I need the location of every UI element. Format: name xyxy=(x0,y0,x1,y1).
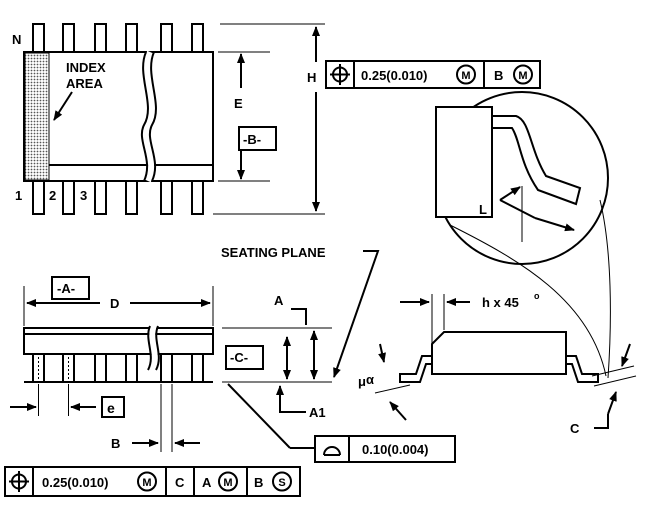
svg-text:0.10(0.004): 0.10(0.004) xyxy=(362,442,429,457)
top-leads xyxy=(32,23,204,55)
dimension-a-c-a1: A -C- A1 xyxy=(222,293,332,420)
dimension-h: H xyxy=(213,23,325,215)
seating-plane: SEATING PLANE xyxy=(221,245,380,378)
pin-1-label: 1 xyxy=(15,188,22,203)
package-body-side xyxy=(23,327,214,355)
top-view: N INDEX AREA 1 2 3 xyxy=(12,23,214,215)
datum-a-box xyxy=(51,276,90,300)
datum-b-box xyxy=(238,126,277,151)
package-body-top xyxy=(23,51,214,182)
svg-text:C: C xyxy=(175,475,185,490)
svg-text:S: S xyxy=(278,477,285,489)
svg-text:SEATING PLANE: SEATING PLANE xyxy=(221,245,326,260)
svg-text:α: α xyxy=(366,372,374,387)
svg-text:0.25(0.010): 0.25(0.010) xyxy=(361,68,428,83)
side-leads xyxy=(32,353,204,383)
svg-text:E: E xyxy=(234,96,243,111)
mmc-icon xyxy=(456,64,476,85)
svg-text:-B-: -B- xyxy=(243,132,261,147)
index-label: INDEX xyxy=(66,60,106,75)
end-view: h x 45 o μ α C xyxy=(358,291,637,436)
detail-view: L xyxy=(435,91,611,379)
bottom-leads xyxy=(32,177,204,215)
position-tolerance-frame-h: 0.25(0.010) M B M xyxy=(325,60,541,89)
svg-text:A: A xyxy=(274,293,284,308)
mmc-icon xyxy=(513,64,533,85)
position-icon xyxy=(9,471,29,492)
svg-text:h x 45: h x 45 xyxy=(482,295,519,310)
area-label: AREA xyxy=(66,76,103,91)
svg-text:M: M xyxy=(142,477,151,489)
svg-text:M: M xyxy=(518,70,527,82)
pitch-e-box xyxy=(101,396,125,418)
svg-text:B: B xyxy=(111,436,120,451)
svg-text:A1: A1 xyxy=(309,405,326,420)
svg-text:A: A xyxy=(202,475,212,490)
side-view: D -A- e B xyxy=(10,276,214,452)
position-tolerance-frame-b: 0.25(0.010) M C A M B S xyxy=(4,466,301,497)
svg-text:e: e xyxy=(107,400,115,416)
svg-text:-C-: -C- xyxy=(230,350,248,365)
position-icon xyxy=(330,64,350,85)
svg-text:C: C xyxy=(570,421,580,436)
pin-n-label: N xyxy=(12,32,21,47)
profile-of-surface-icon xyxy=(323,446,341,456)
rfs-icon xyxy=(272,471,292,492)
svg-text:-A-: -A- xyxy=(57,281,75,296)
svg-text:o: o xyxy=(534,291,540,301)
pin-3-label: 3 xyxy=(80,188,87,203)
svg-text:M: M xyxy=(223,477,232,489)
svg-text:0.25(0.010): 0.25(0.010) xyxy=(42,475,109,490)
datum-c-box xyxy=(225,345,264,370)
svg-text:L: L xyxy=(479,202,487,217)
pin-2-label: 2 xyxy=(49,188,56,203)
mmc-icon xyxy=(218,471,238,492)
index-area-hatch xyxy=(24,52,50,181)
svg-text:μ: μ xyxy=(358,374,366,389)
mmc-icon xyxy=(137,471,157,492)
svg-text:M: M xyxy=(461,70,470,82)
flatness-tolerance-frame: 0.10(0.004) xyxy=(227,383,456,463)
svg-text:B: B xyxy=(494,68,503,83)
svg-text:D: D xyxy=(110,296,119,311)
svg-text:B: B xyxy=(254,475,263,490)
dimension-e: E -B- xyxy=(218,51,277,182)
svg-text:H: H xyxy=(307,70,316,85)
